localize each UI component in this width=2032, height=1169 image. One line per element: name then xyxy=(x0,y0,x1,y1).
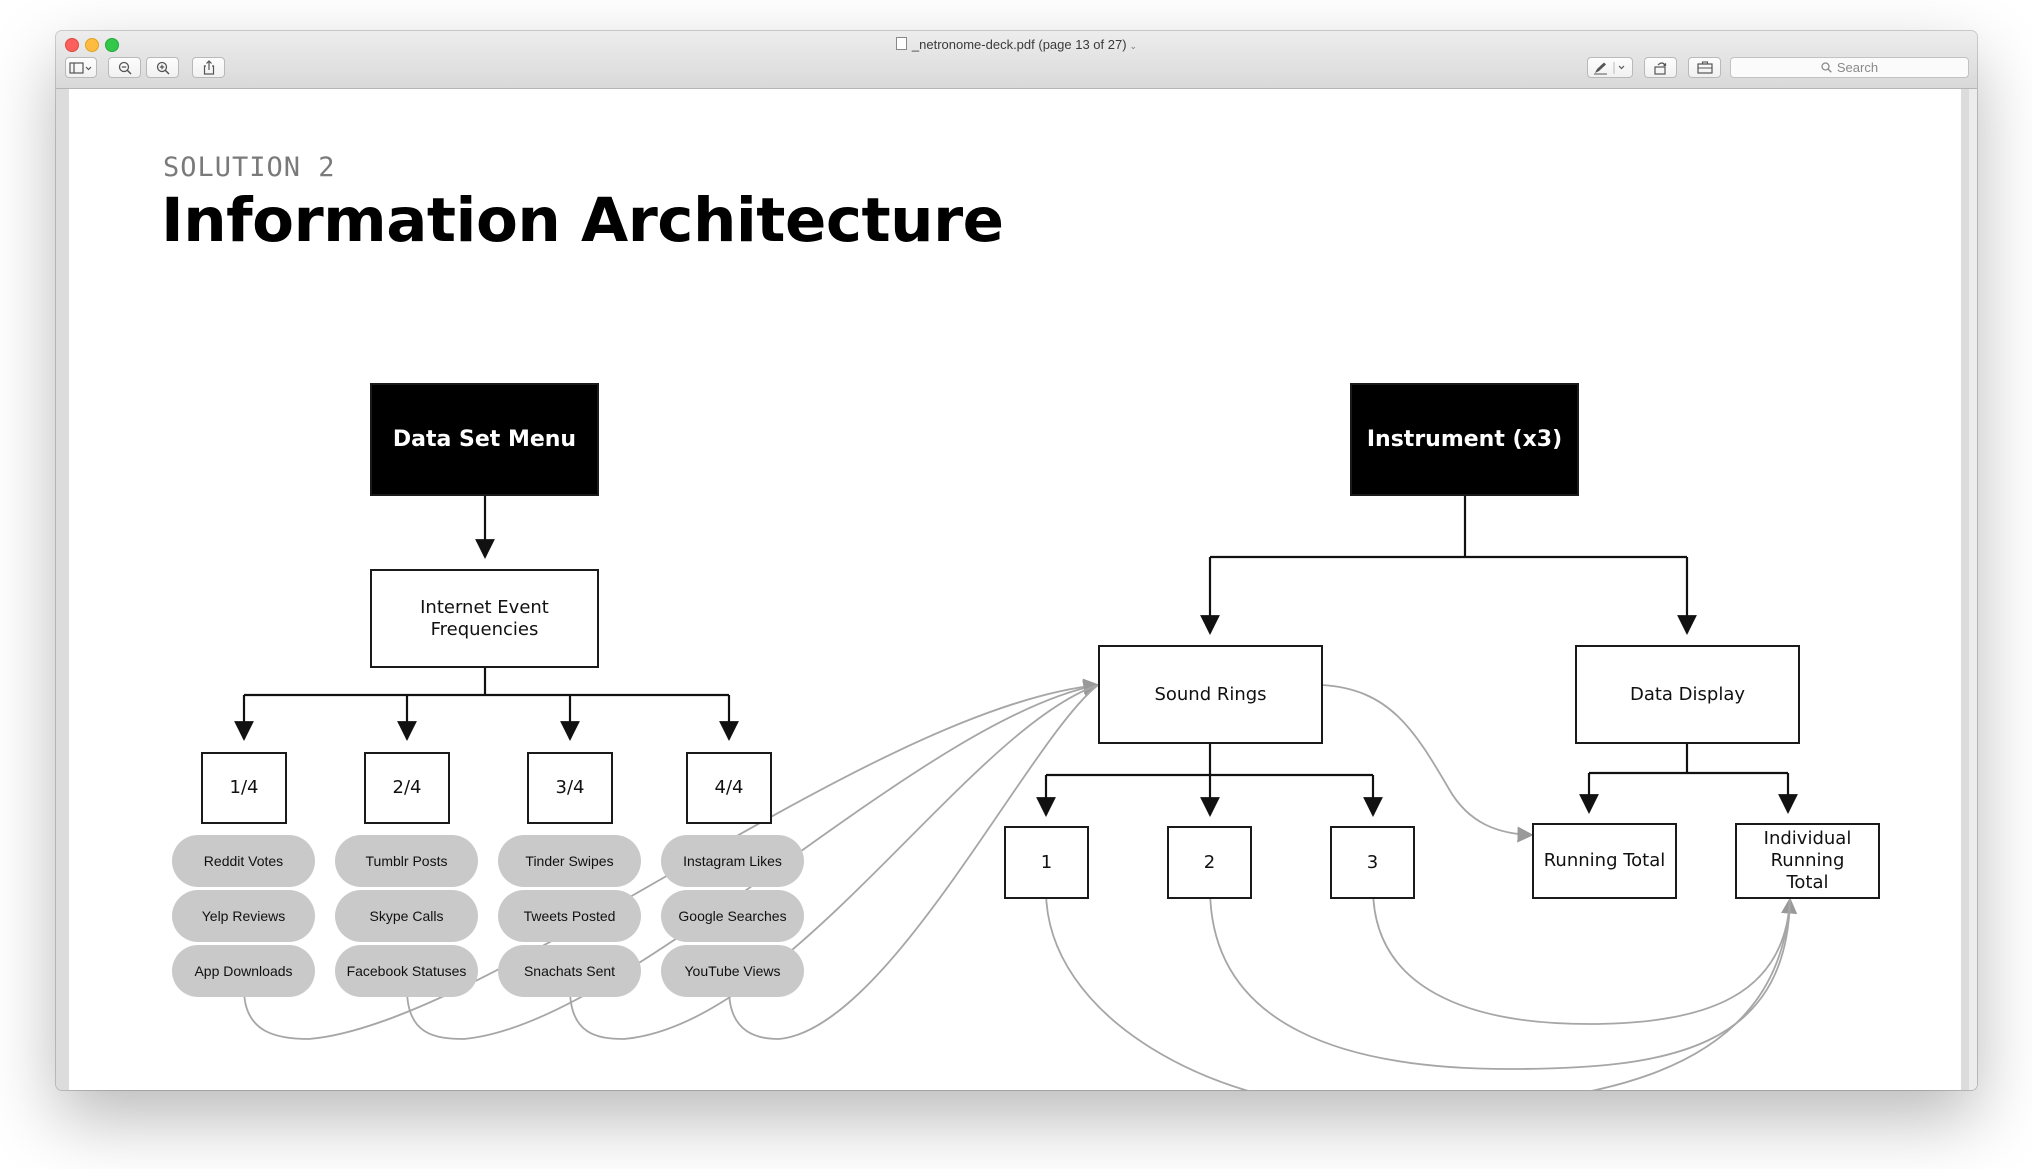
sidebar-toggle-button[interactable] xyxy=(65,57,97,78)
markup-button[interactable] xyxy=(1587,57,1633,78)
preview-window: _netronome-deck.pdf (page 13 of 27)⌄ xyxy=(56,31,1977,1090)
ring-node: 2 xyxy=(1167,826,1252,899)
titlebar: _netronome-deck.pdf (page 13 of 27)⌄ xyxy=(56,31,1977,89)
search-field[interactable]: Search xyxy=(1730,57,1969,78)
data-set-pill: Skype Calls xyxy=(335,890,478,942)
toolbox-button[interactable] xyxy=(1688,57,1721,78)
data-set-pill: Tinder Swipes xyxy=(498,835,641,887)
data-set-pill: Reddit Votes xyxy=(172,835,315,887)
close-button[interactable] xyxy=(65,38,79,52)
share-icon xyxy=(203,60,214,75)
meter-node: 3/4 xyxy=(527,752,613,824)
internet-event-frequencies-node: Internet Event Frequencies xyxy=(370,569,599,668)
zoom-out-button[interactable] xyxy=(108,57,141,78)
data-set-menu-node: Data Set Menu xyxy=(370,383,599,496)
document-viewer[interactable]: SOLUTION 2 Information Architecture xyxy=(56,89,1977,1090)
data-set-pill: YouTube Views xyxy=(661,945,804,997)
sound-rings-node: Sound Rings xyxy=(1098,645,1323,744)
pdf-document-icon xyxy=(895,37,907,50)
slide-title: Information Architecture xyxy=(161,185,1004,256)
toolbox-icon xyxy=(1696,61,1713,74)
data-set-pill: Tweets Posted xyxy=(498,890,641,942)
data-display-node: Data Display xyxy=(1575,645,1800,744)
minimize-button[interactable] xyxy=(85,38,99,52)
meter-node: 4/4 xyxy=(686,752,772,824)
sidebar-icon xyxy=(69,61,92,74)
zoom-in-icon xyxy=(156,61,170,75)
data-set-pill: Tumblr Posts xyxy=(335,835,478,887)
meter-node: 2/4 xyxy=(364,752,450,824)
data-set-pill: Google Searches xyxy=(661,890,804,942)
rotate-icon xyxy=(1653,61,1666,75)
rotate-button[interactable] xyxy=(1644,57,1677,78)
vertical-scrollbar[interactable] xyxy=(1969,89,1977,1090)
meter-node: 1/4 xyxy=(201,752,287,824)
zoom-in-button[interactable] xyxy=(146,57,179,78)
pen-markup-icon xyxy=(1594,61,1625,74)
instrument-node: Instrument (x3) xyxy=(1350,383,1579,496)
data-set-pill: App Downloads xyxy=(172,945,315,997)
individual-running-total-node: Individual Running Total xyxy=(1735,823,1880,899)
running-total-node: Running Total xyxy=(1532,823,1677,899)
pdf-page: SOLUTION 2 Information Architecture xyxy=(69,89,1961,1090)
data-set-pill: Snachats Sent xyxy=(498,945,641,997)
zoom-out-icon xyxy=(118,61,132,75)
search-icon xyxy=(1821,62,1832,73)
data-set-pill: Instagram Likes xyxy=(661,835,804,887)
slide-kicker: SOLUTION 2 xyxy=(163,152,336,183)
window-title[interactable]: _netronome-deck.pdf (page 13 of 27)⌄ xyxy=(56,36,1977,55)
zoom-window-button[interactable] xyxy=(105,38,119,52)
data-set-pill: Yelp Reviews xyxy=(172,890,315,942)
ring-node: 3 xyxy=(1330,826,1415,899)
share-button[interactable] xyxy=(192,57,225,78)
search-placeholder: Search xyxy=(1836,60,1879,75)
ring-node: 1 xyxy=(1004,826,1089,899)
data-set-pill: Facebook Statuses xyxy=(335,945,478,997)
information-architecture-diagram: Data Set Menu Internet Event Frequencies… xyxy=(69,89,1961,1090)
chevron-down-icon: ⌄ xyxy=(1129,41,1138,51)
window-title-text: _netronome-deck.pdf (page 13 of 27) xyxy=(911,37,1127,52)
